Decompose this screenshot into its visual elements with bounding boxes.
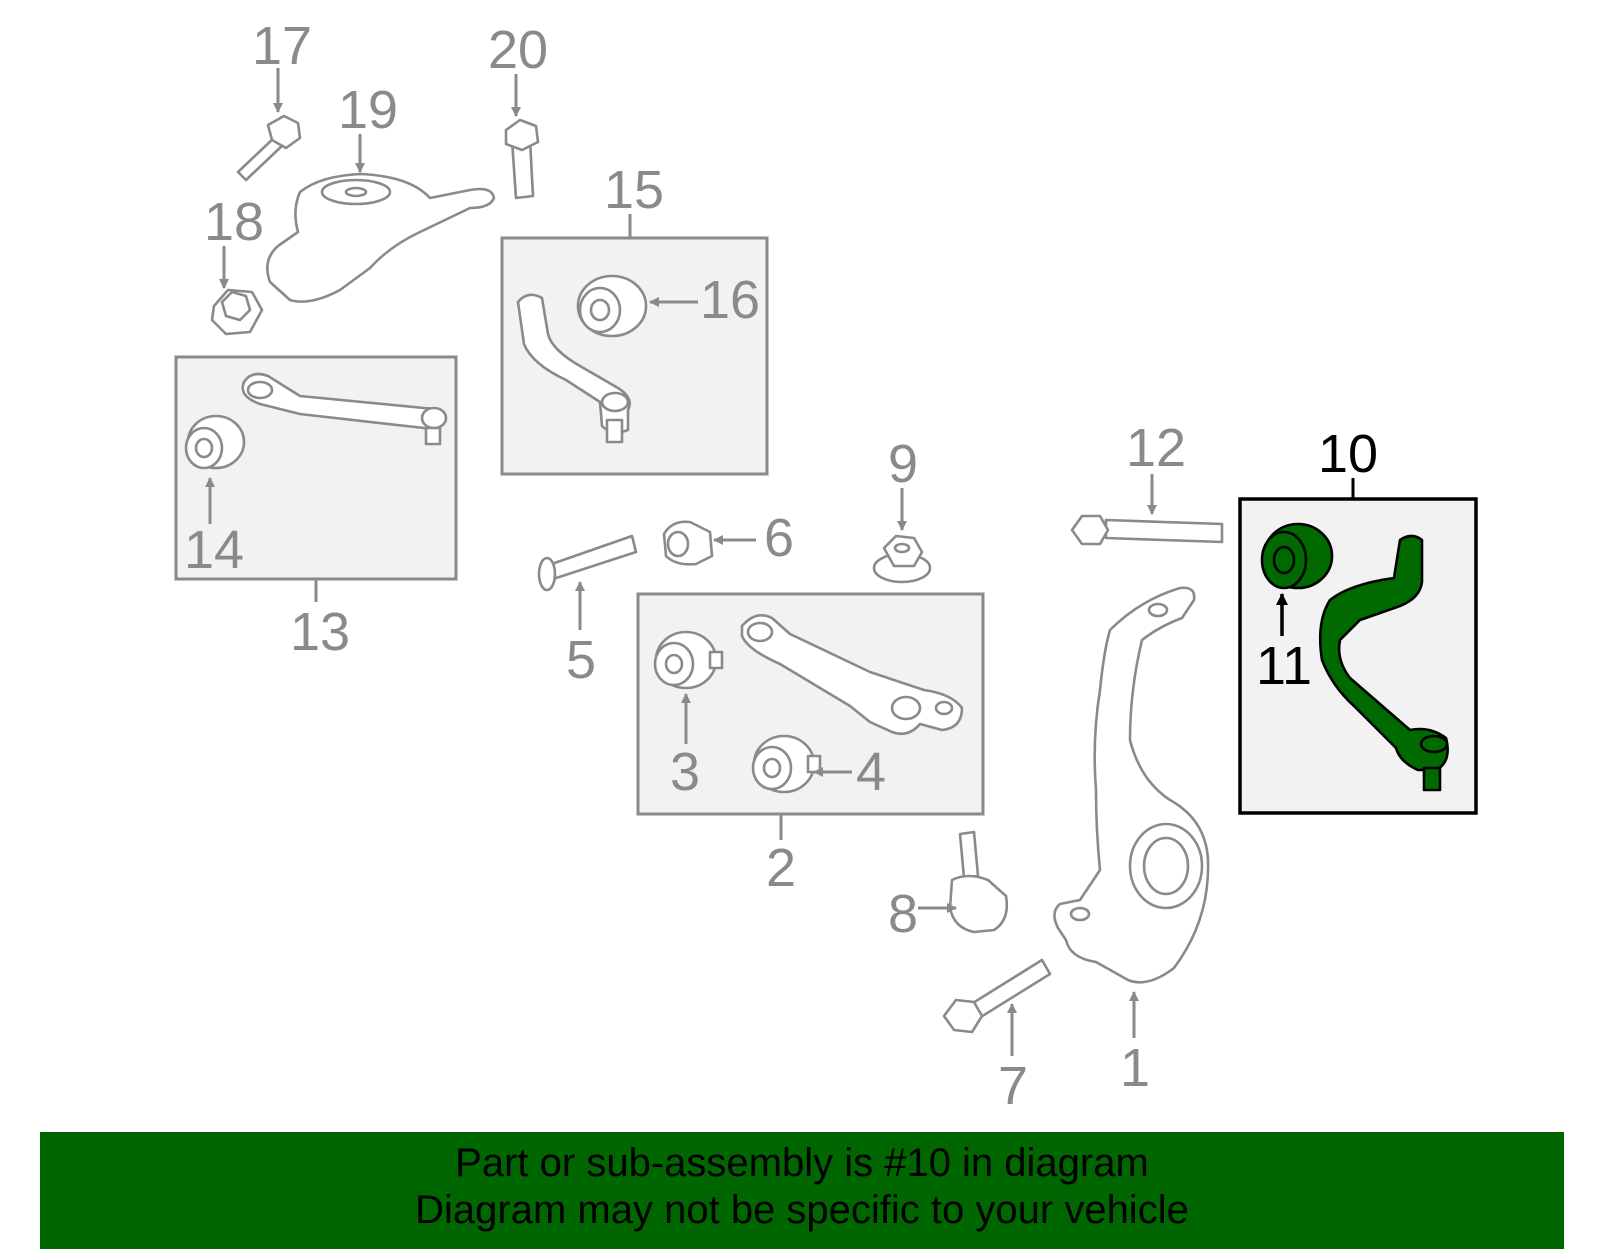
callout-14: 14: [184, 520, 244, 580]
callout-20: 20: [488, 20, 548, 80]
footer-banner: Part or sub-assembly is #10 in diagram D…: [40, 1132, 1564, 1249]
steering-knuckle-1: [1053, 586, 1210, 984]
bolt-7: [942, 958, 1052, 1034]
control-arm-10: [1318, 534, 1449, 792]
callout-17: 17: [252, 16, 312, 76]
lateral-link-13: [241, 372, 448, 446]
control-arm-15: [516, 293, 631, 444]
flange-nut-9: [872, 534, 932, 584]
callout-5: 5: [566, 630, 596, 690]
footer-line-1: Part or sub-assembly is #10 in diagram: [455, 1141, 1149, 1185]
callout-15: 15: [604, 160, 664, 220]
nut-6: [662, 520, 714, 566]
bushing-4: [751, 734, 822, 794]
callout-9: 9: [888, 434, 918, 494]
bushing-11: [1260, 522, 1334, 590]
callout-1: 1: [1120, 1038, 1150, 1098]
nut-18: [210, 288, 264, 336]
callout-12: 12: [1126, 418, 1186, 478]
callout-16: 16: [700, 270, 760, 330]
callout-2: 2: [766, 838, 796, 898]
callout-4: 4: [856, 742, 886, 802]
callout-18: 18: [204, 192, 264, 252]
callout-7: 7: [998, 1056, 1028, 1116]
callout-11: 11: [1256, 636, 1312, 696]
callout-3: 3: [670, 742, 700, 802]
bolt-17: [236, 114, 302, 182]
bolt-20: [504, 118, 540, 200]
callout-8: 8: [888, 884, 918, 944]
control-arm-2: [740, 614, 964, 736]
bolt-5: [537, 534, 638, 592]
bushing-3: [653, 630, 724, 690]
callout-6: 6: [764, 508, 794, 568]
ball-joint-8: [948, 830, 1009, 934]
bolt-12: [1070, 514, 1224, 546]
callout-13: 13: [290, 602, 350, 662]
footer-line-2: Diagram may not be specific to your vehi…: [415, 1188, 1189, 1232]
bushing-16: [576, 274, 648, 338]
bushing-14: [184, 414, 246, 470]
callout-10: 10: [1318, 424, 1378, 484]
callout-19: 19: [338, 80, 398, 140]
subframe-bracket-19: [266, 172, 496, 303]
